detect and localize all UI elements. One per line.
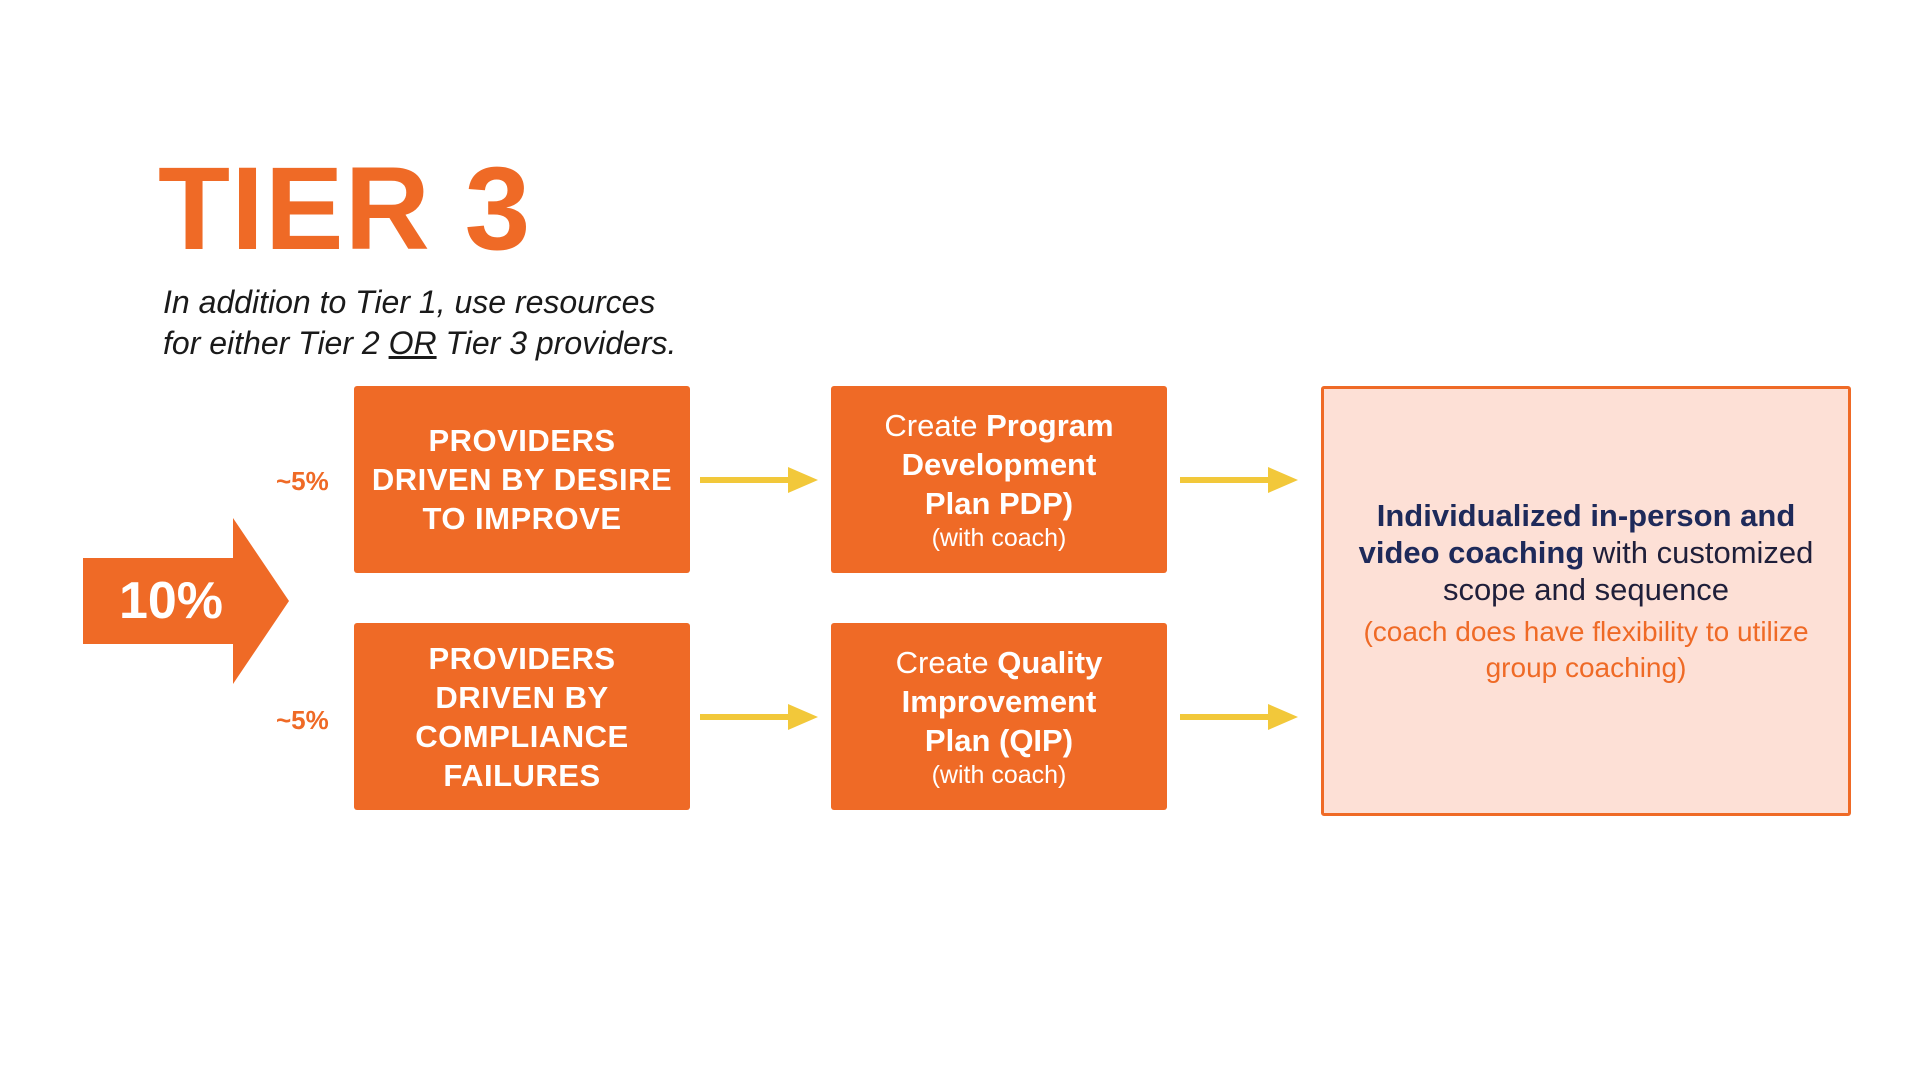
- row-2-percent: ~5%: [276, 705, 329, 735]
- provider-box-compliance-line-3: COMPLIANCE: [415, 718, 629, 754]
- plan-box-qip-line-2-text: Improvement: [901, 684, 1097, 719]
- subtitle-line-2-post: Tier 3 providers.: [436, 325, 677, 361]
- row-1-arrow-2-icon: [1180, 467, 1298, 493]
- provider-box-compliance-line-2: DRIVEN BY: [435, 679, 609, 715]
- outcome-line-2: video coaching with customized: [1324, 534, 1848, 571]
- provider-box-desire: PROVIDERS DRIVEN BY DESIRE TO IMPROVE: [354, 386, 690, 573]
- page-title: TIER 3: [158, 143, 532, 275]
- subtitle-line-2-pre: for either Tier 2: [163, 325, 389, 361]
- outcome-note: (coach does have flexibility to utilize …: [1324, 614, 1848, 686]
- plan-box-qip: Create Quality Improvement Plan (QIP) (w…: [831, 623, 1167, 810]
- outcome-line-1: Individualized in-person and: [1324, 497, 1848, 534]
- subtitle-or-underlined: OR: [388, 325, 437, 361]
- outcome-note-line-2: group coaching): [1485, 652, 1687, 683]
- plan-box-pdp-line-2: Development: [902, 445, 1097, 484]
- provider-box-compliance-line-4: FAILURES: [443, 757, 601, 793]
- plan-box-qip-line-2: Improvement: [902, 682, 1097, 721]
- outcome-line-2-bold: video coaching: [1358, 535, 1585, 570]
- outcome-main-text: Individualized in-person and video coach…: [1324, 497, 1848, 608]
- plan-box-pdp: Create Program Development Plan PDP) (wi…: [831, 386, 1167, 573]
- outcome-line-1-bold: Individualized in-person and: [1376, 498, 1796, 533]
- plan-box-pdp-line-1: Create Program: [884, 406, 1113, 445]
- outcome-line-3: scope and sequence: [1442, 572, 1730, 607]
- plan-box-pdp-line-3: Plan PDP): [925, 484, 1073, 523]
- plan-box-qip-line-3: Plan (QIP): [925, 721, 1073, 760]
- subtitle-line-1: In addition to Tier 1, use resources: [163, 284, 656, 320]
- plan-box-pdp-bold: Program: [986, 408, 1114, 443]
- plan-box-pdp-line-3-text: Plan PDP): [924, 486, 1074, 521]
- row-1-percent: ~5%: [276, 466, 329, 496]
- outcome-note-line-1: (coach does have flexibility to utilize: [1363, 616, 1809, 647]
- row-2-arrow-2-icon: [1180, 704, 1298, 730]
- provider-box-desire-line-3: TO IMPROVE: [422, 501, 622, 536]
- outcome-line-2-rest: with customized: [1584, 535, 1814, 570]
- row-2-arrow-1-icon: [700, 704, 818, 730]
- row-1-arrow-1-icon: [700, 467, 818, 493]
- provider-box-desire-line-2: DRIVEN BY DESIRE: [371, 462, 673, 497]
- big-arrow-icon: 10%: [83, 518, 289, 684]
- plan-box-pdp-line-2-text: Development: [901, 447, 1097, 482]
- provider-box-desire-line-1: PROVIDERS: [428, 423, 616, 458]
- plan-box-qip-note: (with coach): [931, 761, 1067, 789]
- provider-box-compliance: PROVIDERS DRIVEN BY COMPLIANCE FAILURES: [354, 623, 690, 810]
- big-arrow-shape: [83, 518, 289, 684]
- subtitle-line-2: for either Tier 2 OR Tier 3 providers.: [163, 323, 676, 364]
- plan-box-qip-bold: Quality: [997, 645, 1103, 680]
- plan-box-pdp-create: Create: [884, 408, 987, 443]
- provider-box-compliance-line-1: PROVIDERS: [428, 640, 616, 676]
- outcome-box: Individualized in-person and video coach…: [1321, 386, 1851, 816]
- plan-box-qip-create: Create: [895, 645, 998, 680]
- big-arrow-label: 10%: [119, 572, 223, 630]
- plan-box-pdp-note: (with coach): [931, 524, 1067, 552]
- subtitle: In addition to Tier 1, use resources for…: [163, 282, 676, 364]
- plan-box-qip-line-1: Create Quality: [896, 643, 1103, 682]
- plan-box-qip-line-3-text: Plan (QIP): [924, 723, 1074, 758]
